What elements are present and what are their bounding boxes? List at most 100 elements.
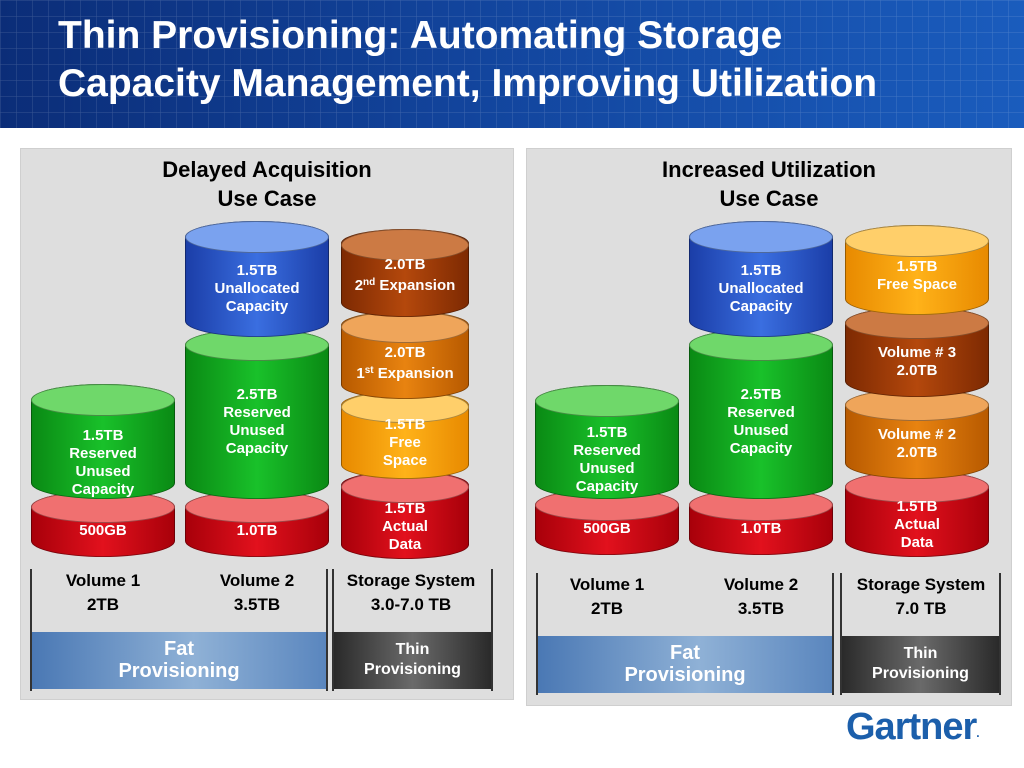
right-storage-volume3-label: Volume # 3 2.0TB: [846, 344, 988, 380]
left-vol1-reserved-line: Capacity: [71, 481, 135, 498]
right-storage-actual-label: 1.5TB Actual Data: [846, 498, 988, 552]
right-fat-line1: Fat: [670, 642, 700, 664]
right-storage-name: Storage System: [856, 575, 986, 594]
left-storage-expansion2-size: 2.0TB: [384, 256, 426, 273]
right-panel-title-line2: Use Case: [719, 186, 819, 211]
right-fat-bracket-right: [832, 573, 834, 695]
left-storage-expansion2-cylinder: 2.0TB 2nd Expansion: [341, 229, 469, 317]
right-vol2-base-cylinder: 1.0TB: [689, 489, 833, 555]
right-panel: Increased Utilization Use Case 500GB 1.5…: [526, 148, 1012, 706]
right-thin-line2: Provisioning: [872, 665, 969, 682]
right-vol2-unallocated-label: 1.5TB Unallocated Capacity: [690, 262, 832, 316]
left-storage-free-label: 1.5TB Free Space: [342, 416, 468, 470]
ordinal-suffix: st: [364, 365, 374, 376]
left-thin-bracket-right: [491, 569, 493, 691]
left-thin-provisioning-bar: Thin Provisioning: [334, 632, 491, 689]
right-thin-bracket-left: [840, 573, 842, 695]
left-thin-bracket-left: [332, 569, 334, 691]
right-vol1-label: Volume 1 2TB: [539, 573, 675, 621]
left-vol2-reserved-line: Capacity: [225, 440, 289, 457]
left-storage-label: Storage System 3.0-7.0 TB: [333, 569, 489, 617]
right-vol2-size: 3.5TB: [737, 599, 785, 618]
left-fat-provisioning-bar: Fat Provisioning: [32, 632, 326, 689]
right-vol2-reserved-label: 2.5TB Reserved Unused Capacity: [690, 386, 832, 458]
left-storage-expansion1-size: 2.0TB: [384, 344, 426, 361]
right-vol1-reserved-label: 1.5TB Reserved Unused Capacity: [536, 424, 678, 496]
left-vol2-base-cylinder: 1.0TB: [185, 491, 329, 557]
right-vol1-reserved-line: 1.5TB: [586, 424, 628, 441]
right-storage-actual-line: Data: [900, 534, 934, 551]
right-vol2-base-label: 1.0TB: [740, 520, 782, 537]
left-storage-actual-line: 1.5TB: [384, 500, 426, 517]
right-storage-volume2-label: Volume # 2 2.0TB: [846, 426, 988, 462]
left-fat-bracket-right: [326, 569, 328, 691]
left-storage-expansion1-cylinder: 2.0TB 1st Expansion: [341, 311, 469, 399]
left-storage-actual-cylinder: 1.5TB Actual Data: [341, 471, 469, 559]
right-vol2-reserved-line: Unused: [733, 422, 789, 439]
right-storage-free-label: 1.5TB Free Space: [846, 258, 988, 294]
ordinal-suffix: nd: [363, 277, 376, 288]
right-fat-bracket-left: [536, 573, 538, 695]
ordinal-number: 2: [354, 277, 364, 294]
right-vol2-reserved-cylinder: 2.5TB Reserved Unused Capacity: [689, 329, 833, 499]
right-vol2-unallocated-line: 1.5TB: [740, 262, 782, 279]
right-panel-title: Increased Utilization Use Case: [527, 155, 1011, 213]
left-thin-line2: Provisioning: [364, 661, 461, 678]
gartner-logo-mark: .: [976, 726, 980, 740]
left-storage-expansion1-text: 1st Expansion: [342, 362, 468, 383]
left-storage-actual-line: Data: [388, 536, 422, 553]
left-vol1-base-label: 500GB: [79, 522, 127, 539]
right-vol2-unallocated-cylinder: 1.5TB Unallocated Capacity: [689, 221, 833, 337]
left-storage-free-line: Free: [389, 434, 421, 451]
expansion-word: Expansion: [375, 277, 456, 294]
right-vol1-name: Volume 1: [569, 575, 645, 594]
right-storage-free-line: 1.5TB: [896, 258, 938, 275]
left-panel-title-line2: Use Case: [217, 186, 317, 211]
left-storage-expansion2-label: 2.0TB 2nd Expansion: [342, 256, 468, 295]
left-vol1-base-cylinder: 500GB: [31, 491, 175, 557]
left-storage-size: 3.0-7.0 TB: [370, 595, 452, 614]
left-vol2-unallocated-line: Unallocated: [214, 280, 300, 297]
left-vol2-reserved-line: Reserved: [223, 404, 291, 421]
left-thin-line1: Thin: [395, 641, 430, 658]
right-storage-free-line: Free Space: [876, 276, 958, 293]
left-storage-expansion2-text: 2nd Expansion: [342, 274, 468, 295]
left-vol2-unallocated-label: 1.5TB Unallocated Capacity: [186, 262, 328, 316]
left-vol2-size: 3.5TB: [233, 595, 281, 614]
left-vol2-reserved-label: 2.5TB Reserved Unused Capacity: [186, 386, 328, 458]
left-storage-actual-label: 1.5TB Actual Data: [342, 500, 468, 554]
right-storage-actual-line: Actual: [894, 516, 940, 533]
right-thin-line1: Thin: [903, 645, 938, 662]
right-vol1-reserved-line: Reserved: [573, 442, 641, 459]
left-fat-line2: Provisioning: [118, 660, 240, 682]
left-vol2-label: Volume 2 3.5TB: [189, 569, 325, 617]
left-vol2-name: Volume 2: [219, 571, 295, 590]
left-vol2-reserved-line: 2.5TB: [236, 386, 278, 403]
left-vol2-unallocated-line: 1.5TB: [236, 262, 278, 279]
page-title: Thin Provisioning: Automating Storage Ca…: [58, 12, 1018, 108]
right-thin-provisioning-bar: Thin Provisioning: [842, 636, 999, 693]
right-storage-volume2-line: Volume # 2: [877, 426, 957, 443]
right-vol1-base-label: 500GB: [583, 520, 631, 537]
expansion-word: Expansion: [373, 365, 454, 382]
right-storage-volume2-cylinder: Volume # 2 2.0TB: [845, 389, 989, 479]
right-vol2-reserved-line: Reserved: [727, 404, 795, 421]
left-storage-free-line: 1.5TB: [384, 416, 426, 433]
right-storage-volume3-line: 2.0TB: [896, 362, 938, 379]
right-vol2-reserved-line: Capacity: [729, 440, 793, 457]
right-vol1-reserved-line: Capacity: [575, 478, 639, 495]
left-vol1-reserved-line: Reserved: [69, 445, 137, 462]
header-banner: Thin Provisioning: Automating Storage Ca…: [0, 0, 1024, 128]
gartner-logo: Gartner.: [846, 706, 980, 749]
right-vol2-reserved-line: 2.5TB: [740, 386, 782, 403]
left-vol2-unallocated-line: Capacity: [225, 298, 289, 315]
left-vol1-label: Volume 1 2TB: [35, 569, 171, 617]
right-vol1-size: 2TB: [590, 599, 624, 618]
left-fat-bracket-left: [30, 569, 32, 691]
left-storage-free-line: Space: [382, 452, 428, 469]
left-vol1-size: 2TB: [86, 595, 120, 614]
right-vol2-unallocated-line: Unallocated: [718, 280, 804, 297]
left-panel-title-line1: Delayed Acquisition: [162, 157, 372, 182]
left-storage-expansion1-label: 2.0TB 1st Expansion: [342, 344, 468, 383]
right-storage-volume3-cylinder: Volume # 3 2.0TB: [845, 307, 989, 397]
